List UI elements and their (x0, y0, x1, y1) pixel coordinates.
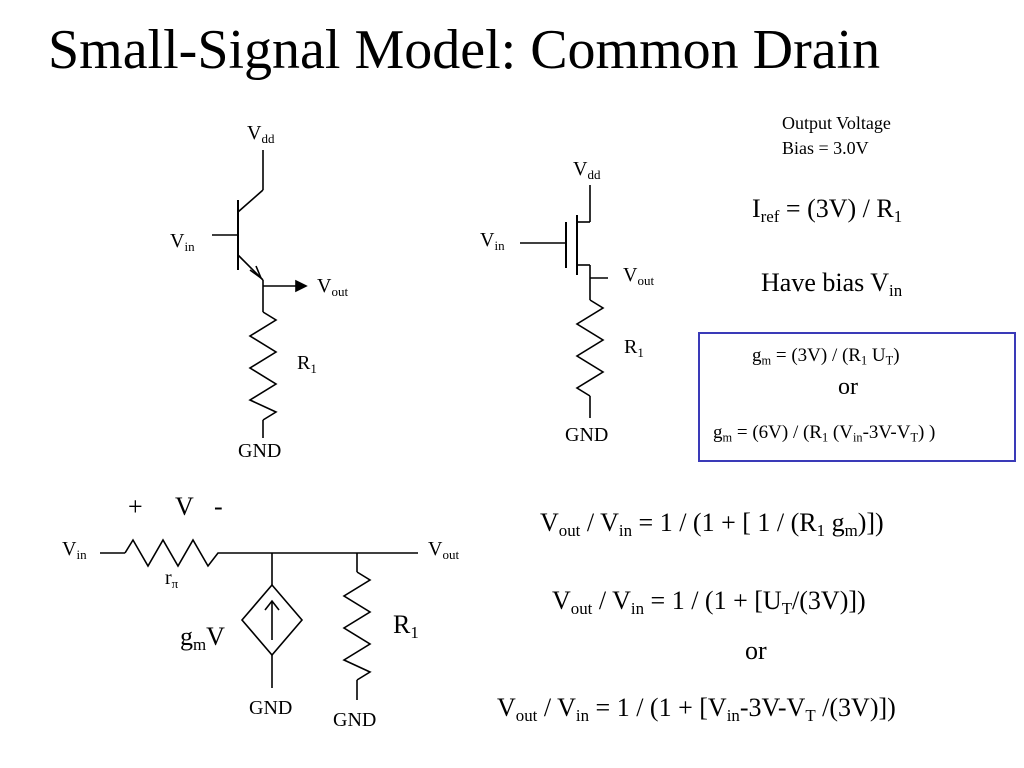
bjt-r1-resistor (248, 311, 278, 421)
ss-src-arrow-head (264, 599, 280, 611)
bjt-vin-label: Vin (170, 230, 195, 254)
ss-r1-resistor (342, 571, 372, 681)
mos-r1-resistor (575, 299, 605, 397)
gain-equation-1: Vout / Vin = 1 / (1 + [ 1 / (R1 gm)]) (540, 508, 884, 541)
mos-circuit (520, 185, 608, 418)
gain-or-text: or (745, 636, 767, 665)
bjt-emitter-arrow (249, 265, 263, 281)
ss-minus-sign: - (214, 492, 223, 521)
mos-vdd-label: Vdd (573, 158, 601, 182)
bjt-circuit (212, 150, 308, 438)
gm-equation-box (698, 332, 1016, 462)
bjt-vdd-label: Vdd (247, 122, 275, 146)
ss-gmv-label: gmV (180, 622, 225, 655)
bjt-vout-arrowhead (295, 279, 308, 293)
iref-equation: Iref = (3V) / R1 (752, 194, 903, 227)
page-title: Small-Signal Model: Common Drain (48, 19, 881, 81)
bias-note-line1: Output Voltage (782, 113, 891, 133)
ss-gnd2-label: GND (333, 709, 377, 731)
mos-vout-label: Vout (623, 264, 655, 288)
bjt-gnd-label: GND (238, 440, 282, 462)
gain-equation-3: Vout / Vin = 1 / (1 + [Vin-3V-VT /(3V)]) (497, 693, 896, 726)
mos-gnd-label: GND (565, 424, 609, 446)
mos-r1-label: R1 (624, 336, 644, 360)
mos-vin-label: Vin (480, 229, 505, 253)
gm-equation-1: gm = (3V) / (R1 UT) (752, 345, 900, 368)
ss-r1-label: R1 (393, 610, 419, 643)
bjt-vout-label: Vout (317, 275, 349, 299)
bias-vin-text: Have bias Vin (761, 268, 903, 301)
small-signal-circuit (100, 538, 418, 700)
ss-rpi-resistor (124, 538, 232, 568)
ss-vin-label: Vin (62, 538, 87, 562)
ss-vout-label: Vout (428, 538, 460, 562)
bjt-collector-diag (237, 189, 264, 213)
bias-note-line2: Bias = 3.0V (782, 138, 869, 158)
gain-equation-2: Vout / Vin = 1 / (1 + [UT/(3V)]) (552, 586, 866, 619)
ss-gnd1-label: GND (249, 697, 293, 719)
gm-equation-2: gm = (6V) / (R1 (Vin-3V-VT) ) (713, 422, 936, 445)
bjt-r1-label: R1 (297, 352, 317, 376)
ss-rpi-label: rπ (165, 567, 179, 591)
ss-v-label: V (175, 492, 194, 521)
gm-or-text: or (838, 374, 858, 400)
ss-plus-sign: + (128, 492, 143, 521)
